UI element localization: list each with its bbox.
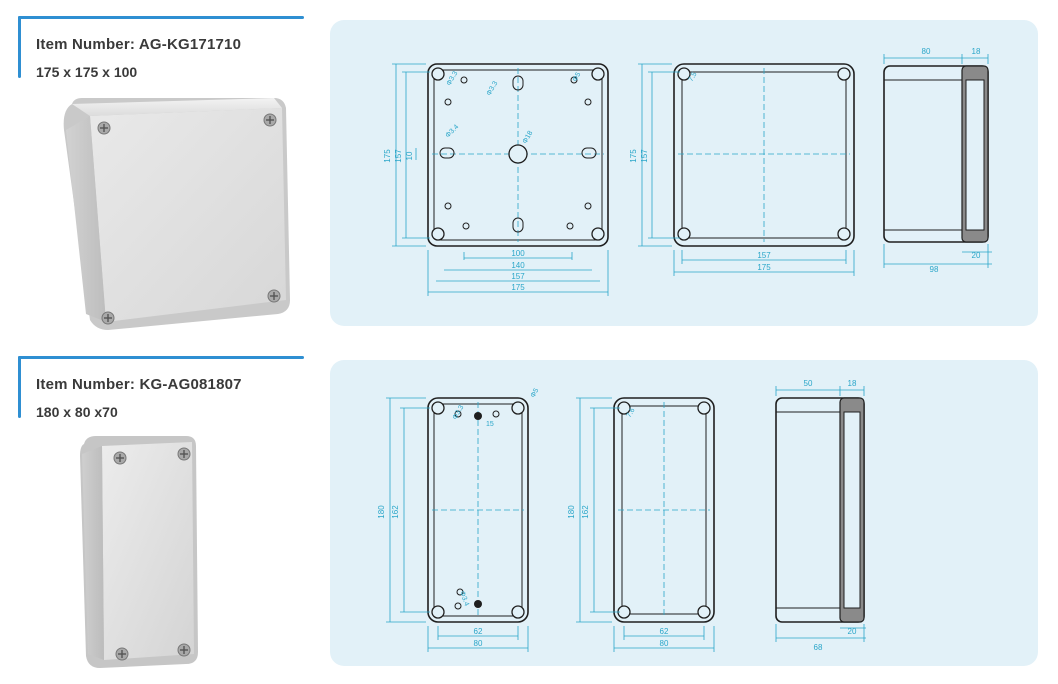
front-hole-label-1b: Φ3.3: [486, 80, 500, 97]
dim-front-100: 100: [511, 249, 525, 258]
side-view-1: 80 18 98 20: [883, 47, 992, 274]
back-radius-label-1: 7.5: [688, 71, 699, 83]
dim-side-80: 80: [922, 47, 931, 56]
dim-side-18: 18: [972, 47, 981, 56]
dim-front-140: 140: [511, 261, 525, 270]
dim-front-157: 157: [511, 272, 525, 281]
dim-front2-162-v: 162: [391, 505, 400, 519]
dim-front2-80: 80: [474, 639, 483, 648]
technical-drawing-panel-2: [330, 360, 1038, 666]
item-dimensions-1: 175 x 175 x 100: [36, 64, 138, 80]
product-photo-1: [63, 98, 290, 330]
dim-front2-180-v: 180: [377, 505, 386, 519]
dim-side2-18: 18: [848, 379, 857, 388]
dim-back-175: 175: [757, 263, 771, 272]
item-header-bracket-1: [18, 16, 304, 78]
item-number-2: Item Number: KG-AG081807: [36, 376, 242, 393]
dim-back2-162-v: 162: [581, 505, 590, 519]
front-spacing-label-2: 15: [486, 421, 494, 428]
technical-drawing-1: Φ3.3 Φ3.3 Φ5 Φ3.4 Φ18 175 157 10 100 140…: [383, 47, 992, 296]
back-view-2: 7.6 180 162 62 80: [567, 397, 715, 652]
dim-side2-68: 68: [814, 643, 823, 652]
front-hole-label-2b: Φ5: [530, 387, 541, 399]
dim-side2-50: 50: [804, 379, 813, 388]
dim-back2-80: 80: [660, 639, 669, 648]
front-hole-label-1d: Φ3.4: [444, 124, 460, 140]
dim-front-157-v: 157: [394, 149, 403, 163]
dim-back2-62: 62: [660, 627, 669, 636]
item-header-bracket-2: [18, 356, 304, 418]
front-view-2: Φ3.3 Φ5 15 Φ3.4 180 162 62 80: [377, 387, 541, 652]
technical-drawing-2: Φ3.3 Φ5 15 Φ3.4 180 162 62 80 7.6: [377, 379, 866, 652]
side-view-2: 50 18 68 20: [775, 379, 866, 652]
dim-back-157-v: 157: [640, 149, 649, 163]
front-view-1: Φ3.3 Φ3.3 Φ5 Φ3.4 Φ18 175 157 10 100 140…: [383, 63, 609, 296]
dim-front2-62: 62: [474, 627, 483, 636]
back-view-1: 7.5 175 157 157 175: [629, 63, 855, 276]
front-hole-label-1e: Φ18: [522, 130, 535, 145]
front-hole-label-2c: Φ3.4: [458, 590, 470, 607]
dim-front-175: 175: [511, 283, 525, 292]
dim-front-10-v: 10: [405, 151, 414, 160]
dim-side-98: 98: [930, 265, 939, 274]
dim-front-175-v: 175: [383, 149, 392, 163]
front-hole-label-1a: Φ3.3: [446, 70, 460, 87]
dim-back2-180-v: 180: [567, 505, 576, 519]
dim-side2-20: 20: [848, 627, 857, 636]
product-photo-2: [80, 436, 198, 668]
front-hole-label-2a: Φ3.3: [452, 404, 466, 421]
back-radius-label-2: 7.6: [626, 407, 637, 419]
dim-back-175-v: 175: [629, 149, 638, 163]
item-number-1: Item Number: AG-KG171710: [36, 36, 242, 53]
dim-back-157: 157: [757, 251, 771, 260]
front-hole-label-1c: Φ5: [572, 71, 583, 83]
item-dimensions-2: 180 x 80 x70: [36, 404, 118, 420]
dim-side-20: 20: [972, 251, 981, 260]
